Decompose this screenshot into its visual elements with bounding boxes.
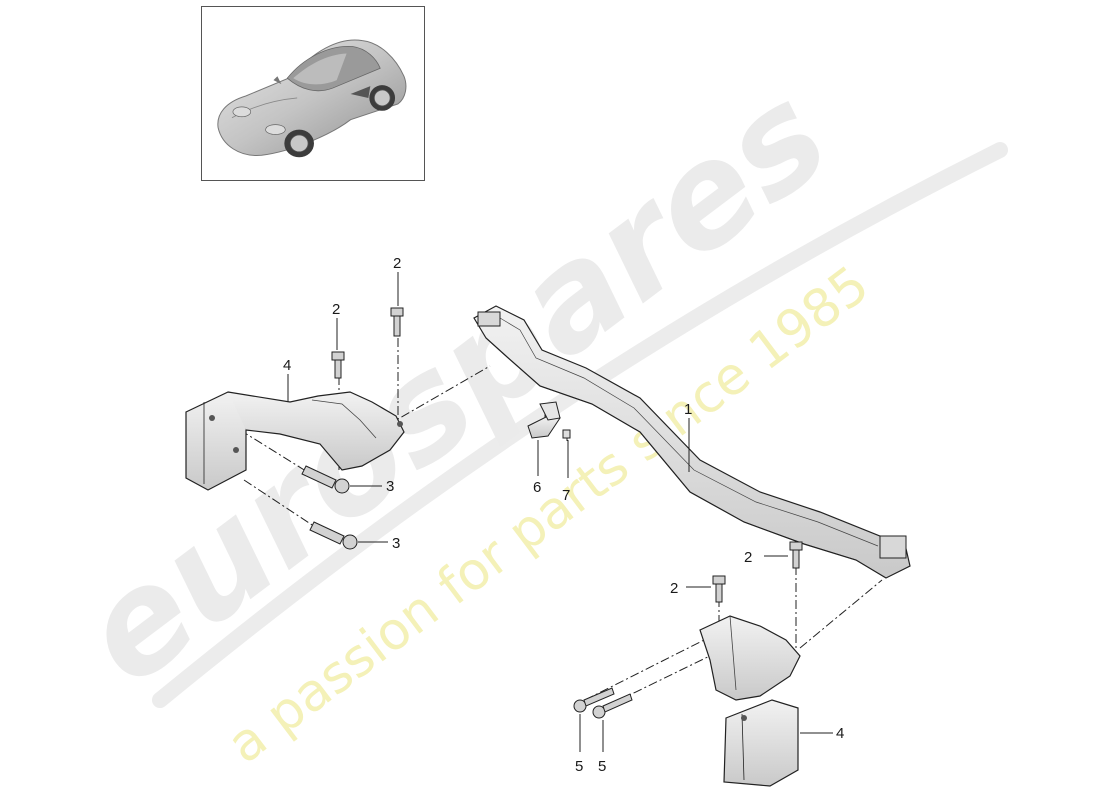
callout-2a: 2 (332, 301, 340, 318)
crossmember-part (473, 305, 911, 579)
mounting-bracket-part-upper (185, 391, 405, 491)
callout-6: 6 (533, 479, 541, 496)
callout-4b: 4 (836, 725, 844, 742)
callout-2d: 2 (744, 549, 752, 566)
leader-lines (287, 272, 833, 752)
bolt-2a (331, 351, 345, 379)
callouts: 1 2 2 2 2 3 3 4 4 5 5 6 7 (283, 255, 844, 775)
mounting-bracket-part-lower (699, 615, 801, 787)
bolt-2b (390, 307, 404, 337)
callout-7: 7 (562, 487, 570, 504)
callout-3b: 3 (392, 535, 400, 552)
bolt-2d (789, 541, 803, 569)
bolt-2c (712, 575, 726, 603)
bolts-3 (301, 465, 358, 550)
bolts (331, 307, 803, 603)
car-icon (217, 39, 407, 158)
callout-5a: 5 (575, 758, 583, 775)
callout-2c: 2 (670, 580, 678, 597)
bolts-5 (573, 687, 633, 719)
callout-4a: 4 (283, 357, 291, 374)
mounting-plate-part (527, 401, 571, 439)
callout-1: 1 (684, 401, 692, 418)
callout-3a: 3 (386, 478, 394, 495)
callout-2b: 2 (393, 255, 401, 272)
vehicle-thumbnail (201, 6, 425, 181)
callout-5b: 5 (598, 758, 606, 775)
